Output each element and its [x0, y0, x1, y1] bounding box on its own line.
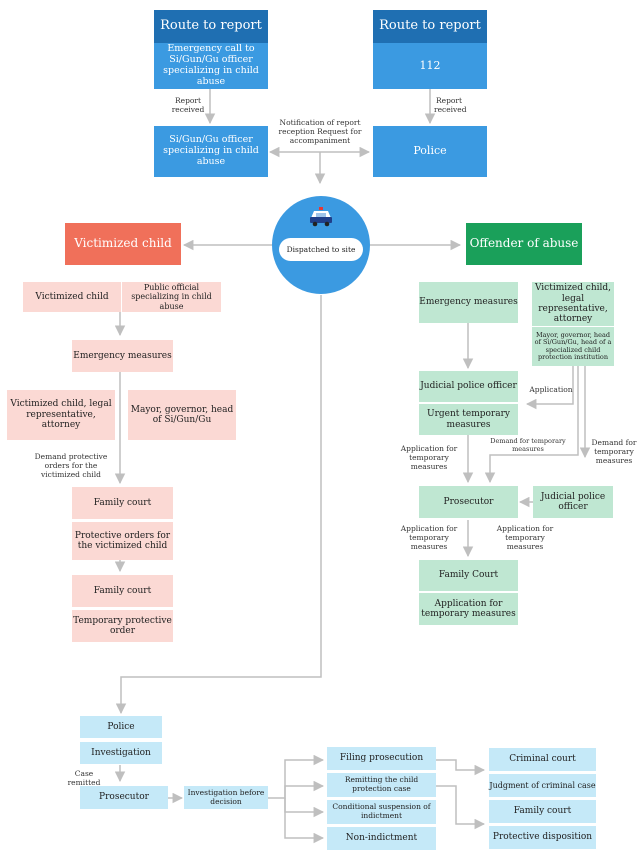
family-court-box-2: Family court	[72, 575, 173, 607]
prosecutor-box: Prosecutor	[419, 486, 518, 518]
victim-mayor-box: Mayor, governor, head of Si/Gun/Gu	[128, 390, 236, 440]
public-official-box: Public official specializing in child ab…	[122, 282, 221, 312]
protective-orders-box: Protective orders for the victimized chi…	[72, 522, 173, 560]
offender-emergency-measures-box: Emergency measures	[419, 282, 518, 323]
victim-emergency-measures-box: Emergency measures	[72, 340, 173, 372]
dispatch-circle: Dispatched to site	[272, 196, 370, 294]
application-temporary-box: Application for temporary measures	[419, 593, 518, 625]
remitting-child-protection-box: Remitting the child protection case	[327, 773, 436, 797]
application-temporary-label-2: Application for temporary measures	[400, 524, 458, 551]
judgment-criminal-case-box: Judgment of criminal case	[489, 774, 596, 797]
bottom-police-box: Police	[80, 716, 162, 738]
case-remitted-label: Case remitted	[67, 769, 101, 787]
family-court-box-1: Family court	[72, 487, 173, 519]
urgent-temporary-measures-box: Urgent temporary measures	[419, 404, 518, 435]
number-112-box: 112	[373, 43, 487, 89]
offender-mayor-box: Mayor, governor, head of Si/Gun/Gu, head…	[532, 327, 614, 366]
application-temporary-label-1: Application for temporary measures	[400, 444, 458, 471]
bottom-investigation-box: Investigation	[80, 742, 162, 764]
temporary-protective-order-box: Temporary protective order	[72, 610, 173, 642]
protective-disposition-box: Protective disposition	[489, 826, 596, 849]
dispatched-label: Dispatched to site	[279, 238, 363, 261]
bottom-prosecutor-box: Prosecutor	[80, 786, 168, 809]
application-temporary-label-3: Application for temporary measures	[496, 524, 554, 551]
non-indictment-box: Non-indictment	[327, 827, 436, 850]
judicial-police-officer-box-1: Judicial police officer	[419, 371, 518, 402]
judicial-police-officer-box-2: Judicial police officer	[533, 486, 613, 518]
family-court-offender-box: Family Court	[419, 560, 518, 591]
police-box: Police	[373, 126, 487, 177]
offender-representative-box: Victimized child, legal representative, …	[532, 282, 614, 326]
criminal-court-box: Criminal court	[489, 748, 596, 771]
conditional-suspension-box: Conditional suspension of indictment	[327, 800, 436, 824]
demand-protective-label: Demand protective orders for the victimi…	[34, 452, 108, 479]
demand-temporary-label-2: Demand for temporary measures	[591, 438, 637, 465]
filing-prosecution-box: Filing prosecution	[327, 747, 436, 770]
application-label: Application	[529, 385, 573, 394]
emergency-call-box: Emergency call to Si/Gun/Gu officer spec…	[154, 43, 268, 89]
investigation-before-decision-box: Investigation before decision	[184, 786, 268, 809]
si-gun-gu-officer-box: Si/Gun/Gu officer specializing in child …	[154, 126, 268, 177]
report-received-right-label: Report received	[434, 96, 467, 114]
police-car-icon	[309, 207, 333, 231]
victimized-child-box: Victimized child	[23, 282, 121, 312]
bottom-family-court-box: Family court	[489, 800, 596, 823]
offender-header: Offender of abuse	[466, 223, 582, 265]
victim-representative-box: Victimized child, legal representative, …	[7, 390, 115, 440]
victimized-child-header: Victimized child	[65, 223, 181, 265]
route-to-report-right: Route to report	[373, 10, 487, 43]
route-to-report-left: Route to report	[154, 10, 268, 43]
report-received-left-label: Report received	[171, 96, 205, 114]
demand-temporary-label-1: Demand for temporary measures	[490, 437, 566, 453]
notification-label: Notification of report reception Request…	[278, 118, 362, 145]
